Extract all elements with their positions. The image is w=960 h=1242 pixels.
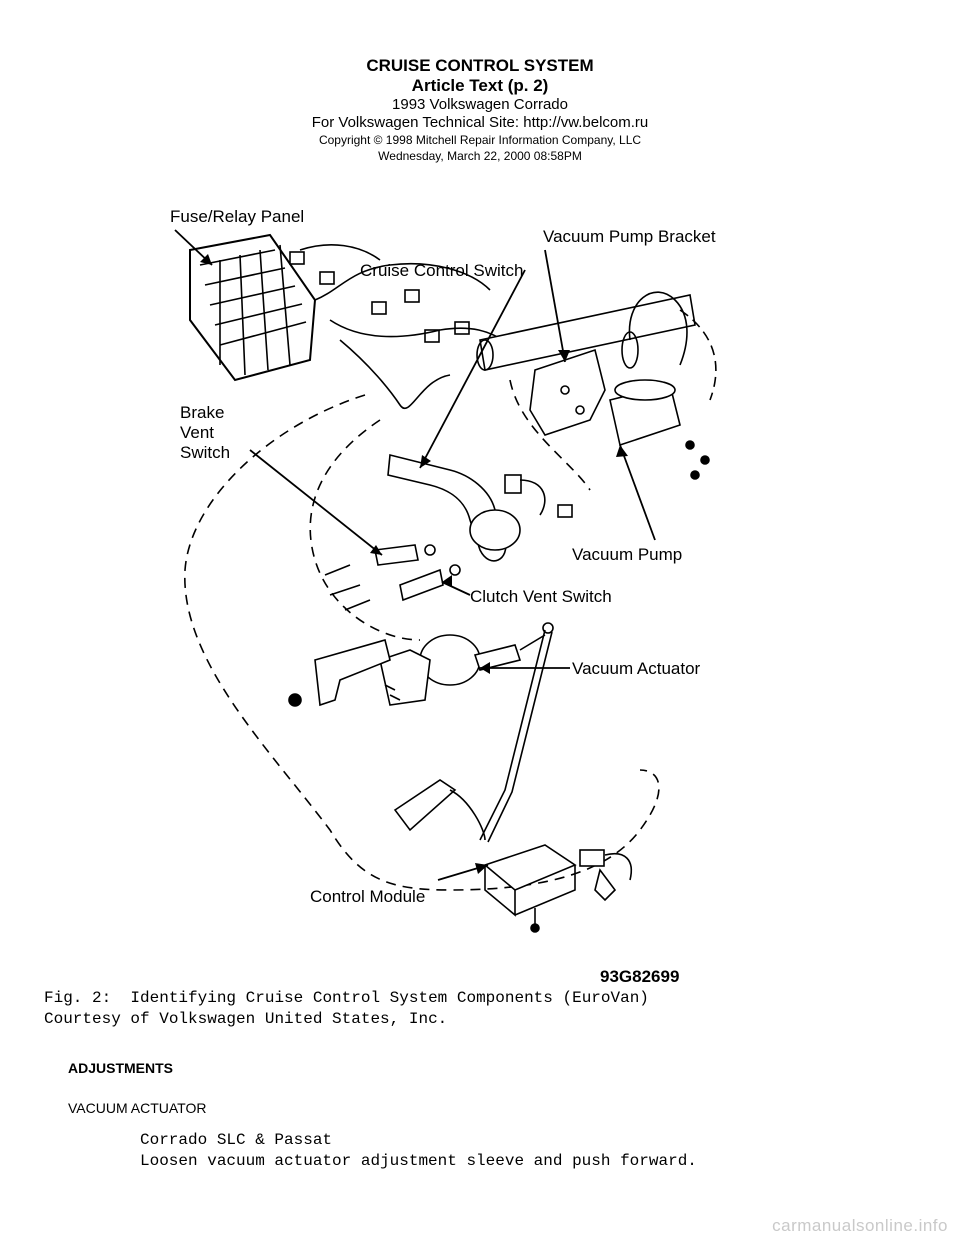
section-heading-adjustments: ADJUSTMENTS (68, 1060, 174, 1076)
label-vacuum-actuator: Vacuum Actuator (572, 659, 701, 678)
article-subtitle: Article Text (p. 2) (411, 76, 549, 95)
copyright-line: Copyright © 1998 Mitchell Repair Informa… (318, 133, 642, 147)
date-line: Wednesday, March 22, 2000 08:58PM (378, 149, 582, 163)
figure-code: 93G82699 (600, 967, 679, 986)
label-switch: Switch (180, 443, 230, 462)
steering-column (479, 294, 696, 371)
fuse-relay-panel-drawing (189, 233, 317, 382)
vacuum-hose-outer (184, 394, 660, 891)
vacuum-hose-right (509, 379, 591, 491)
label-clutch-vent-switch: Clutch Vent Switch (470, 587, 612, 606)
vacuum-pump-drawing (609, 291, 717, 480)
body-line-2: Loosen vacuum actuator adjustment sleeve… (140, 1152, 697, 1170)
label-brake: Brake (180, 403, 224, 422)
caption-line-1: Fig. 2: Identifying Cruise Control Syste… (44, 989, 649, 1007)
caption-line-2: Courtesy of Volkswagen United States, In… (44, 1010, 448, 1028)
article-title: CRUISE CONTROL SYSTEM (366, 56, 594, 75)
control-module-drawing (483, 844, 632, 933)
wiring-harness (299, 244, 511, 409)
label-vacuum-pump-bracket: Vacuum Pump Bracket (543, 227, 716, 246)
accelerator-pedal-drawing (393, 622, 554, 843)
vacuum-actuator-drawing (379, 634, 546, 706)
actuator-bracket (314, 639, 391, 707)
label-cruise-control-switch: Cruise Control Switch (360, 261, 523, 280)
watermark: carmanualsonline.info (772, 1216, 948, 1235)
cruise-control-diagram: Fuse/Relay Panel Vacuum Pump Bracket Cru… (150, 190, 770, 990)
label-vacuum-pump: Vacuum Pump (572, 545, 682, 564)
label-control-module: Control Module (310, 887, 425, 906)
diagram-svg: Fuse/Relay Panel Vacuum Pump Bracket Cru… (170, 207, 717, 986)
arrow-heads (200, 254, 628, 874)
body-line-1: Corrado SLC & Passat (140, 1131, 333, 1149)
section-heading-vacuum-actuator: VACUUM ACTUATOR (68, 1100, 207, 1116)
label-vent: Vent (180, 423, 214, 442)
vacuum-hose-inner (309, 419, 421, 641)
vent-switches-drawing (324, 544, 461, 611)
page-header: CRUISE CONTROL SYSTEM Article Text (p. 2… (0, 56, 960, 164)
site-line: For Volkswagen Technical Site: http://vw… (311, 114, 649, 131)
label-fuse-relay-panel: Fuse/Relay Panel (170, 207, 304, 226)
cruise-switch-drawing (387, 453, 573, 562)
figure-caption: Fig. 2: Identifying Cruise Control Syste… (44, 988, 649, 1030)
vehicle-line: 1993 Volkswagen Corrado (392, 96, 568, 113)
